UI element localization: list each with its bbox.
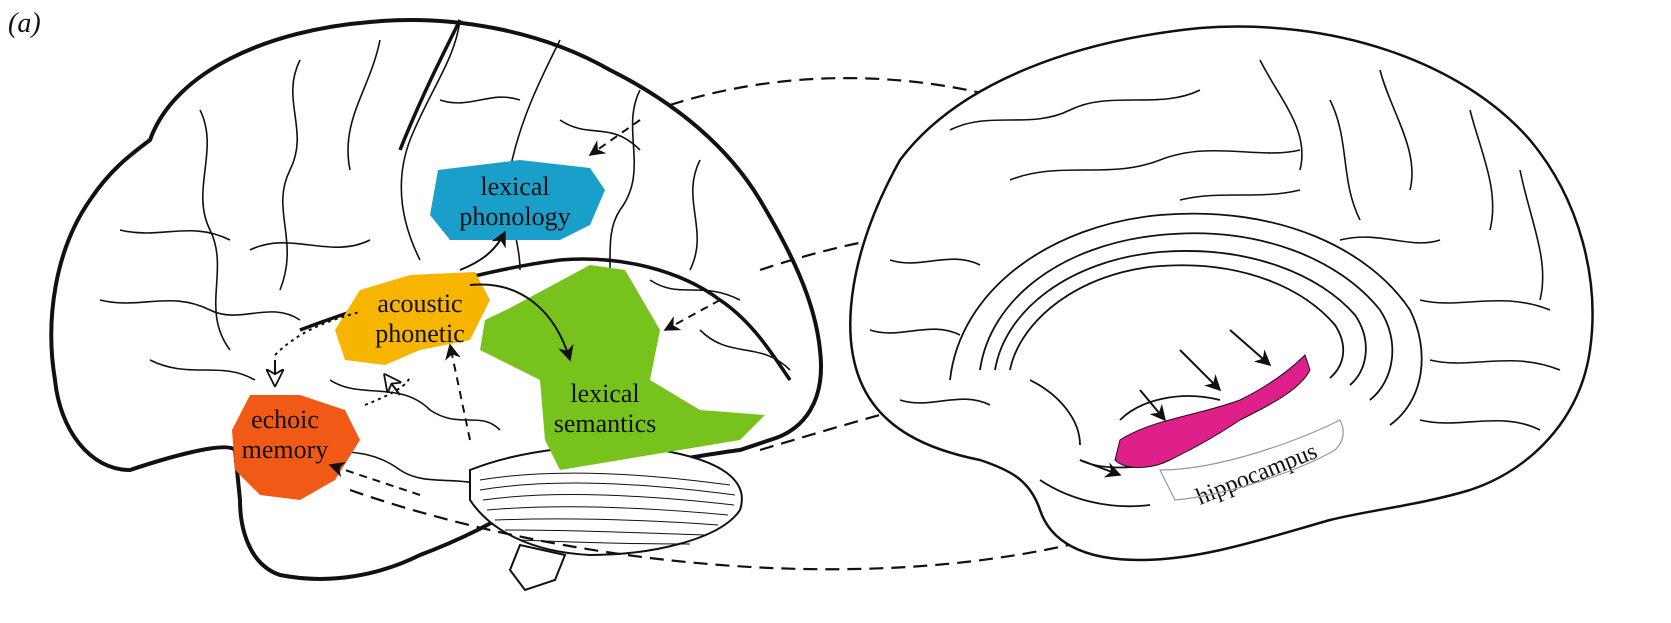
svg-text:lexical: lexical [480,172,549,201]
svg-text:phonetic: phonetic [375,319,465,348]
svg-text:echoic: echoic [251,405,319,434]
svg-text:lexical: lexical [570,379,639,408]
panel-label: (a) [8,8,41,40]
svg-text:acoustic: acoustic [377,289,462,318]
lexical-phonology-line2: phonology [459,202,570,231]
acoustic-phonetic-line2: phonetic [375,319,465,348]
lexical-semantics-line1: lexical [570,379,639,408]
svg-text:phonology: phonology [459,202,570,231]
lexical-semantics-line2: semantics [554,409,657,438]
echoic-memory-line1: echoic [251,405,319,434]
dash-top [670,78,1010,105]
lateral-brain: lexical phonology acoustic phonetic [51,20,821,590]
acoustic-phonetic-line1: acoustic [377,289,462,318]
medial-brain: hippocampus [850,27,1592,560]
svg-text:memory: memory [242,435,329,464]
cerebellum [470,446,742,555]
lexical-phonology-line1: lexical [480,172,549,201]
region-lexical-phonology: lexical phonology [430,160,605,240]
echoic-memory-line2: memory [242,435,329,464]
svg-text:semantics: semantics [554,409,657,438]
